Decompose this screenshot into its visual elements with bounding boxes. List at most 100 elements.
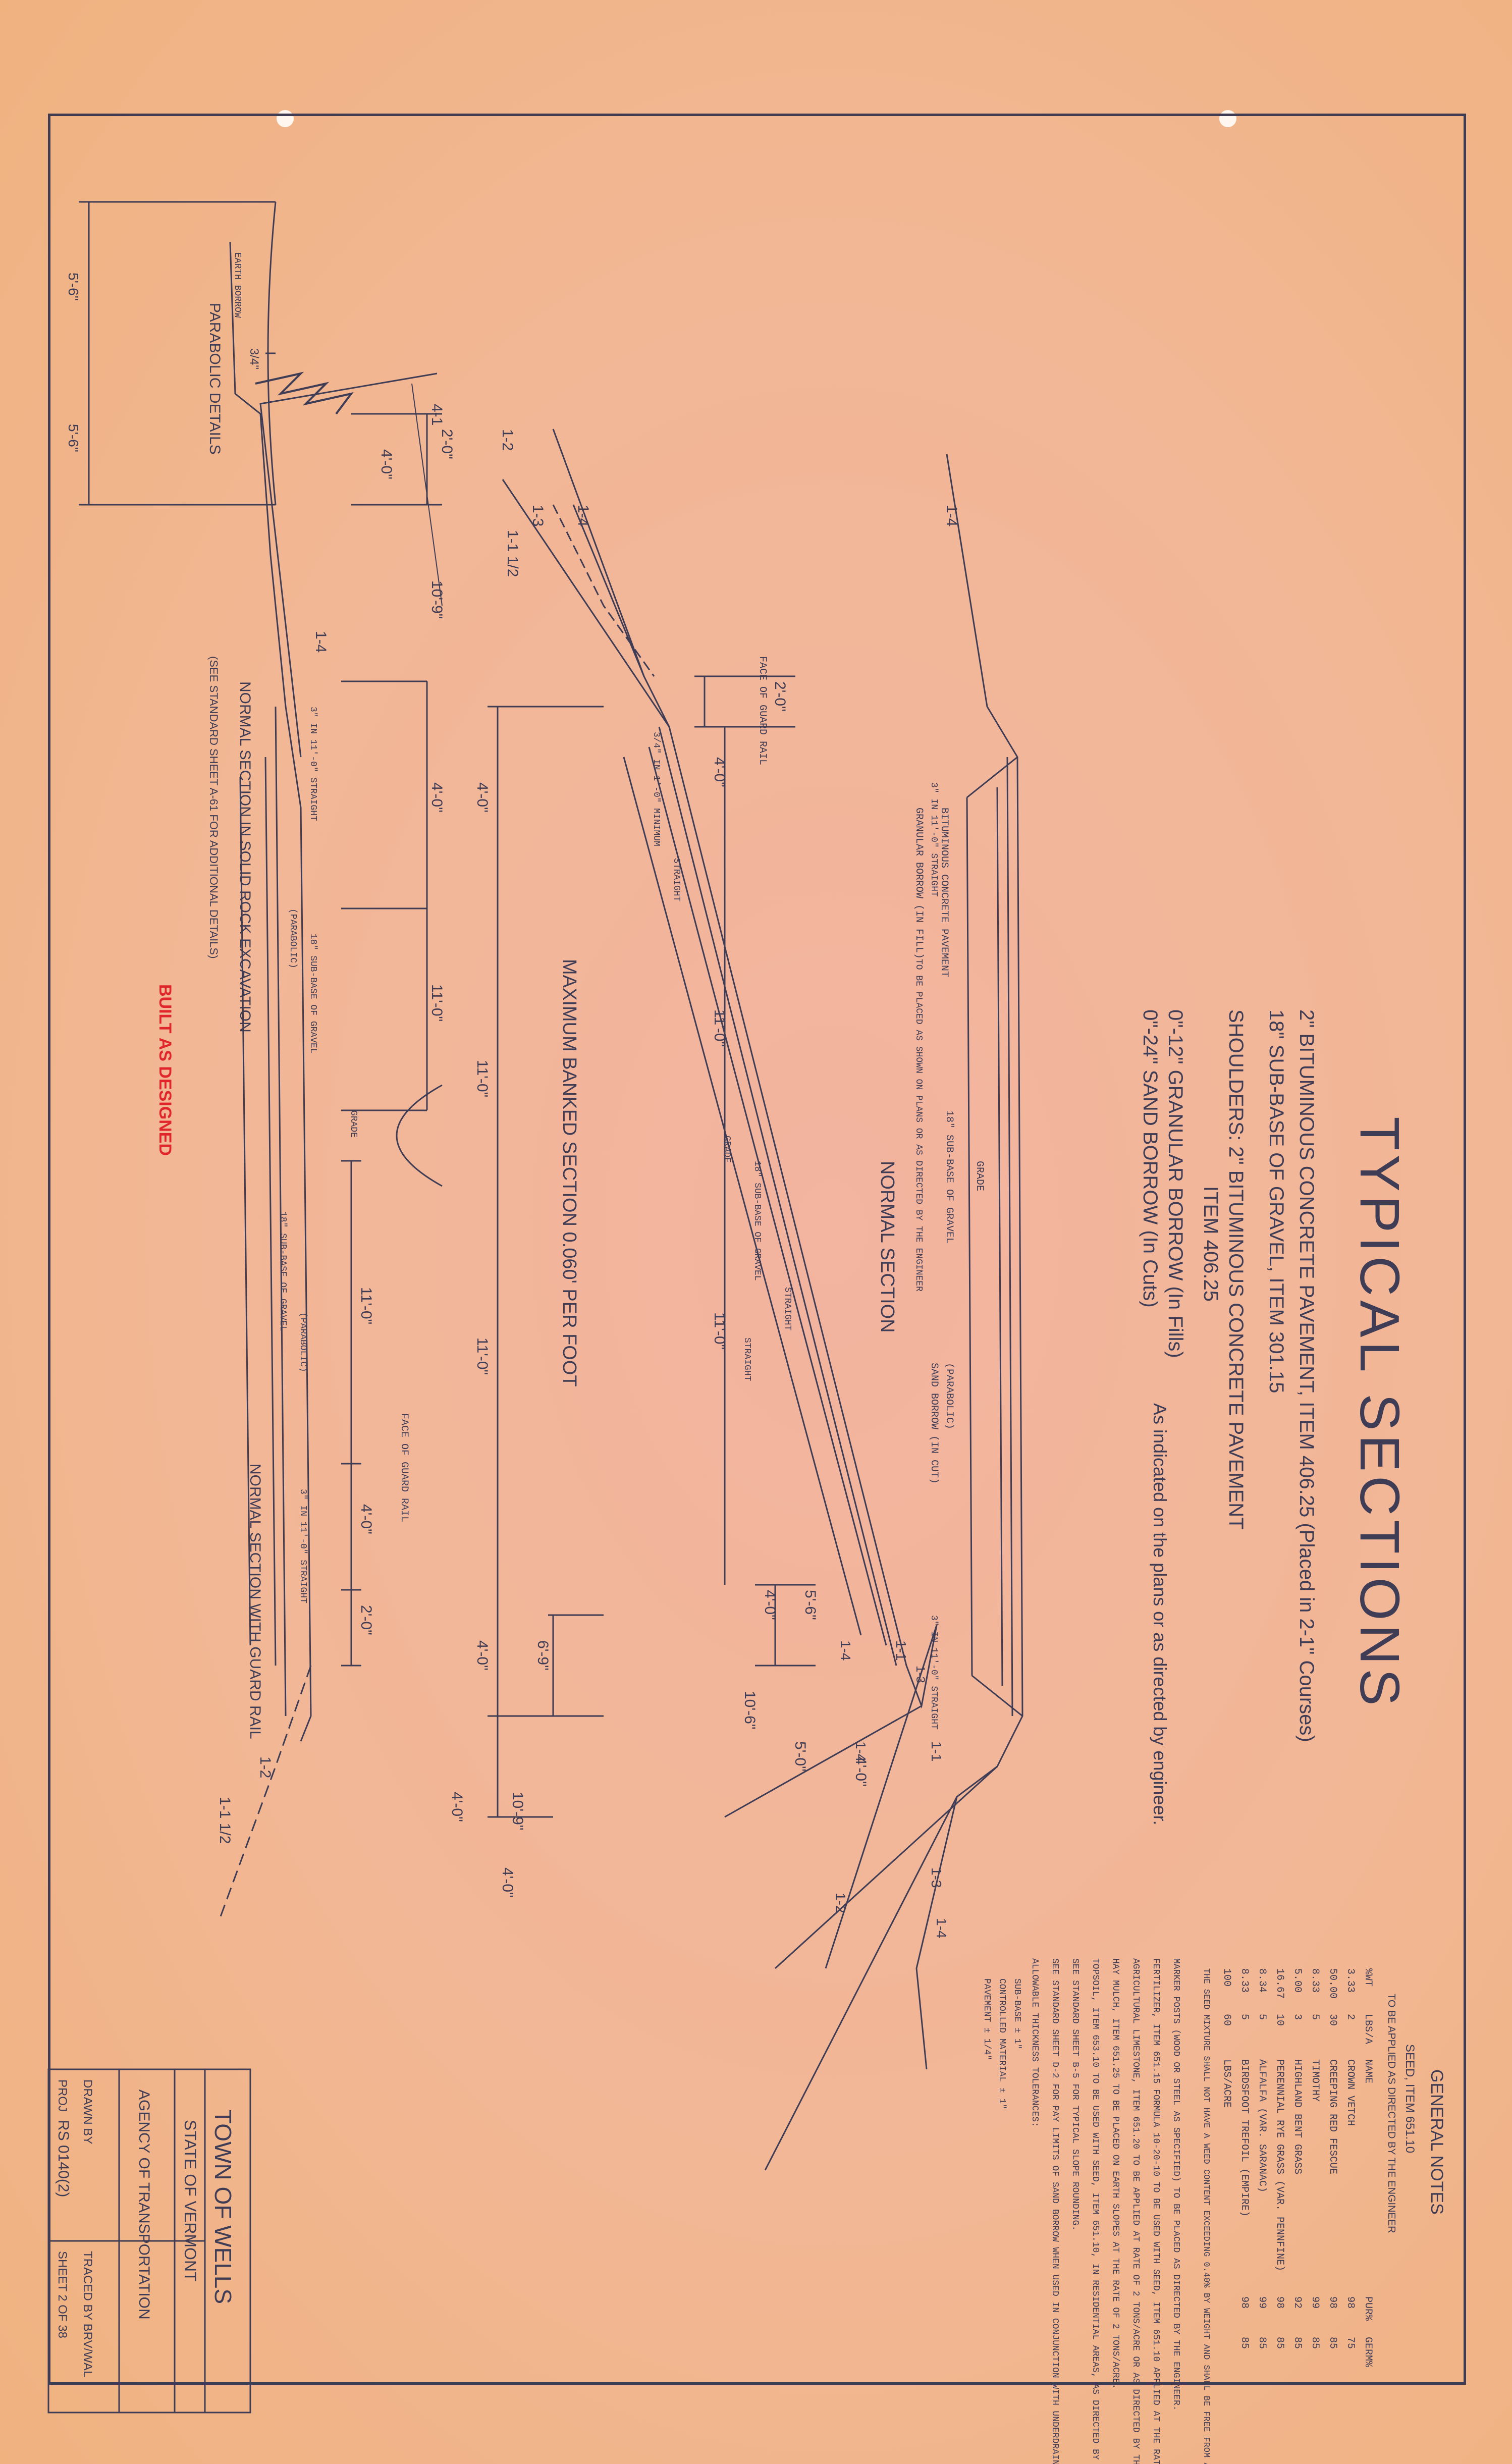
- normal-label-6: GRANULAR BORROW (IN FILL): [913, 808, 925, 959]
- seed-header-wt: %WT: [1362, 1968, 1374, 1987]
- seed-row-1-name: CREEPING RED FESCUE: [1327, 2059, 1338, 2174]
- rock-dim-3: 10'-9": [428, 580, 445, 619]
- general-notes-title: GENERAL NOTES: [1427, 2069, 1446, 2215]
- parabolic-dim-right: 5'-6": [66, 424, 81, 452]
- rock-label-4: 18" SUB-BASE OF GRAVEL: [308, 934, 318, 1054]
- banked-slope-6: 1-1: [893, 1640, 909, 1660]
- seed-row-1-lbs: 30: [1327, 2014, 1338, 2026]
- seed-row-0-wt: 3.33: [1344, 1968, 1356, 1993]
- seed-row-2-name: TIMOTHY: [1309, 2059, 1321, 2102]
- seed-row-2-lbs: 5: [1309, 2014, 1321, 2020]
- seed-row-0-germ: 75: [1344, 2337, 1356, 2349]
- rock-label-5: GRADE: [348, 1110, 358, 1138]
- banked-label-6: STRAIGHT: [782, 1287, 792, 1331]
- pavement-note-5: 0"-12" GRANULAR BORROW (In Fills): [1164, 1009, 1186, 1358]
- town-name: TOWN OF WELLS: [210, 2110, 236, 2304]
- normal-slope-5: 1-2: [833, 1893, 848, 1913]
- pavement-note-2: 18" SUB-BASE OF GRAVEL, ITEM 301.15: [1265, 1009, 1287, 1393]
- banked-slope-2: 1-3: [529, 505, 546, 526]
- proj-label: PROJ: [56, 2079, 69, 2112]
- parabolic-crown: 3/4": [247, 348, 261, 369]
- banked-dim-2: 4'-0": [711, 757, 728, 787]
- seed-row-2-pur: 99: [1309, 2296, 1321, 2309]
- rock-label-1: EARTH BORROW: [232, 252, 242, 318]
- seed-row-2-wt: 8.33: [1309, 1968, 1321, 1993]
- proj-number: RS 0140(2): [55, 2120, 72, 2197]
- normal-slope-6: 1-4: [934, 1918, 949, 1938]
- banked-label-3: STRAIGHT: [671, 858, 681, 902]
- seed-sub: TO BE APPLIED AS DIRECTED BY THE ENGINEE…: [1386, 1994, 1397, 2233]
- rock-slope-2: 1-4: [312, 631, 329, 653]
- seed-row-0-lbs: 2: [1344, 2014, 1356, 2020]
- rock-dim-1: 2'-0": [439, 429, 455, 459]
- guard-label-1: FACE OF GUARD RAIL: [398, 1413, 410, 1522]
- general-note-8: ALLOWABLE THICKNESS TOLERANCES:: [1030, 1958, 1040, 2127]
- normal-slope-4: 1-3: [929, 1867, 944, 1888]
- normal-dim-7: 4'-0": [449, 1792, 465, 1822]
- seed-footer: THE SEED MIXTURE SHALL NOT HAVE A WEED C…: [1201, 1968, 1211, 2464]
- general-note-7: SEE STANDARD SHEET D-2 FOR PAY LIMITS OF…: [1050, 1958, 1060, 2464]
- pavement-note-1: 2" BITUMINOUS CONCRETE PAVEMENT, ITEM 40…: [1295, 1009, 1318, 1742]
- parabolic-label: PARABOLIC DETAILS: [206, 303, 223, 455]
- general-note-3: AGRICULTURAL LIMESTONE, ITEM 651.20 TO B…: [1130, 1958, 1141, 2464]
- guard-dim-1: 11'-0": [358, 1287, 374, 1324]
- seed-row-6-lbs: 5: [1238, 2014, 1250, 2020]
- rock-slope-1: 4-1: [428, 404, 445, 425]
- general-note-6: SEE STANDARD SHEET B-5 FOR TYPICAL SLOPE…: [1070, 1958, 1080, 2231]
- seed-row-6-wt: 8.33: [1238, 1968, 1250, 1993]
- seed-row-3-pur: 92: [1291, 2296, 1303, 2309]
- seed-row-6-pur: 98: [1238, 2296, 1250, 2309]
- seed-row-4-germ: 85: [1274, 2337, 1285, 2349]
- state-name: STATE OF VERMONT: [181, 2120, 199, 2282]
- normal-dim-3: 11'-0": [474, 1337, 491, 1375]
- banked-label-4: GRADE: [722, 1136, 732, 1163]
- seed-row-5-lbs: 5: [1256, 2014, 1268, 2020]
- seed-heading: SEED, ITEM 651.10: [1403, 2044, 1417, 2153]
- rock-section-sublabel: (SEE STANDARD SHEET A-61 FOR ADDITIONAL …: [207, 656, 220, 958]
- seed-row-4-lbs: 10: [1274, 2014, 1285, 2026]
- drawn-by: DRAWN BY: [81, 2079, 94, 2144]
- title-block-lines: [47, 2068, 251, 2414]
- seed-header-name: NAME: [1362, 2059, 1374, 2083]
- seed-row-7-wt: 100: [1221, 1968, 1232, 1987]
- seed-row-4-name: PERENNIAL RYE GRASS (VAR. PENNFINE): [1274, 2059, 1285, 2271]
- built-as-designed-stamp: BUILT AS DESIGNED: [155, 984, 175, 1156]
- banked-dim-6: 5'-6": [802, 1590, 819, 1620]
- rock-dim-2: 4'-0": [378, 449, 395, 479]
- parabolic-detail-lines: [79, 201, 277, 506]
- seed-row-1-germ: 85: [1327, 2337, 1338, 2349]
- banked-dim-1: 2'-0": [772, 681, 788, 712]
- normal-label-3: (PARABOLIC): [943, 1363, 955, 1429]
- normal-dim-6: 10'-9": [509, 1792, 526, 1830]
- seed-row-7-name: LBS/ACRE: [1221, 2059, 1232, 2108]
- pavement-note-6: 0"-24" SAND BORROW (In Cuts): [1139, 1009, 1161, 1308]
- banked-slope-7: 1-3: [913, 1666, 927, 1683]
- normal-label-4: GRADE: [974, 1161, 985, 1191]
- general-note-10: CONTROLLED MATERIAL ± 1": [997, 1978, 1007, 2109]
- seed-row-2-germ: 85: [1309, 2337, 1321, 2349]
- normal-dim-4: 4'-0": [474, 1640, 491, 1671]
- linework: [47, 201, 1023, 2414]
- seed-row-6-germ: 85: [1238, 2337, 1250, 2349]
- seed-row-3-name: HIGHLAND BENT GRASS: [1291, 2059, 1303, 2174]
- banked-slope-1: 1-4: [575, 505, 591, 526]
- seed-row-4-wt: 16.67: [1274, 1968, 1285, 1999]
- banked-label-1: FACE OF GUARD RAIL: [757, 656, 768, 765]
- normal-slope-1: 1-4: [943, 505, 960, 526]
- general-note-1: MARKER POSTS (WOOD OR STEEL AS SPECIFIED…: [1171, 1958, 1181, 2411]
- rock-section-label: NORMAL SECTION IN SOLID ROCK EXCAVATION: [237, 681, 253, 1033]
- banked-slope-5: 1-4: [838, 1640, 853, 1660]
- pavement-note-3: SHOULDERS: 2" BITUMINOUS CONCRETE PAVEME…: [1225, 1009, 1247, 1530]
- guard-slope-2: 1-1 1/2: [217, 1797, 233, 1844]
- normal-label-1: BITUMINOUS CONCRETE PAVEMENT: [938, 808, 950, 977]
- normal-section-lines: [488, 454, 1023, 2171]
- seed-row-0-pur: 98: [1344, 2296, 1356, 2309]
- general-notes: GENERAL NOTES SEED, ITEM 651.10 TO BE AP…: [982, 1958, 1446, 2464]
- normal-dim-5: 6'-9": [534, 1640, 551, 1671]
- rock-section-lines: [219, 242, 443, 1918]
- general-note-9: SUB-BASE ± 1": [1012, 1978, 1022, 2049]
- normal-label-9: 3" IN 11'-0" STRAIGHT: [929, 1615, 939, 1730]
